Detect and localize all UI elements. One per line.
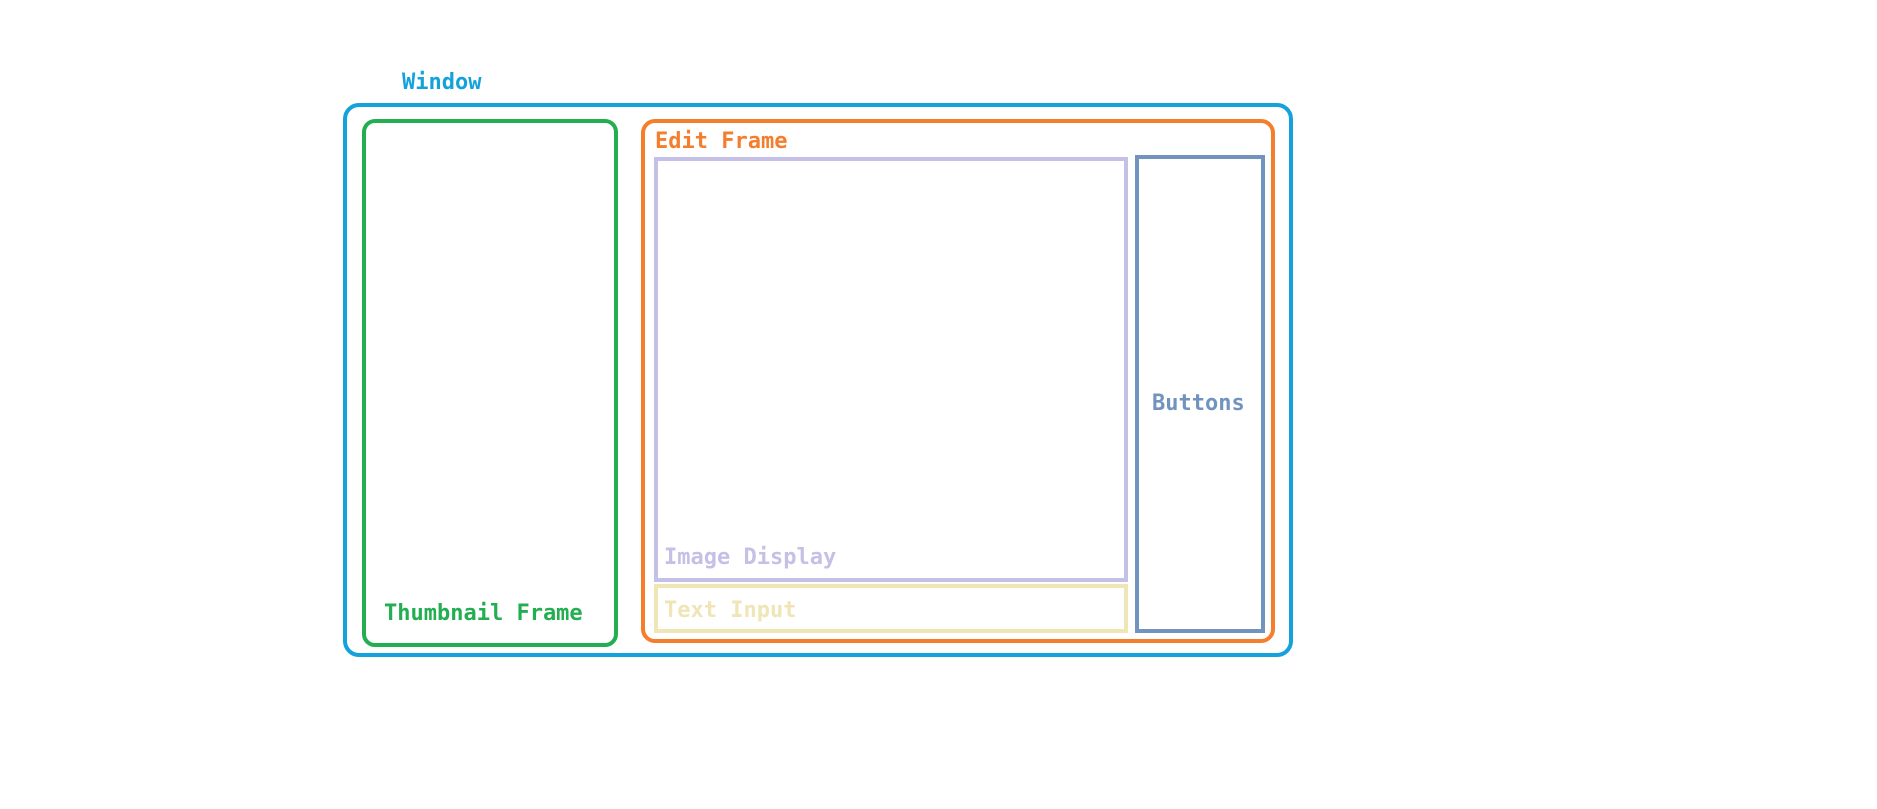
window-region	[343, 103, 1293, 657]
edit-frame-region	[641, 119, 1275, 643]
window-label: Window	[402, 70, 482, 95]
image-display-region	[654, 157, 1128, 582]
edit-frame-label: Edit Frame	[655, 129, 788, 154]
thumbnail-frame-region	[362, 119, 618, 647]
buttons-region	[1135, 155, 1265, 633]
text-input-label: Text Input	[664, 598, 797, 623]
thumbnail-frame-label: Thumbnail Frame	[384, 601, 583, 626]
image-display-label: Image Display	[664, 545, 837, 570]
buttons-label: Buttons	[1152, 391, 1245, 416]
text-input-region	[654, 584, 1128, 633]
